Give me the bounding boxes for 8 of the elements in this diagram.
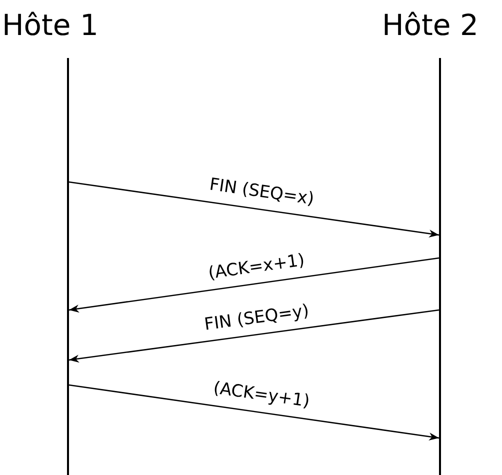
lifeline <box>67 58 69 475</box>
host-label: Hôte 2 <box>382 8 478 42</box>
arrow <box>68 257 440 313</box>
lifeline <box>439 58 441 475</box>
arrow <box>68 309 440 363</box>
arrow <box>68 384 440 441</box>
host-label: Hôte 1 <box>2 8 98 42</box>
arrow <box>68 181 440 238</box>
